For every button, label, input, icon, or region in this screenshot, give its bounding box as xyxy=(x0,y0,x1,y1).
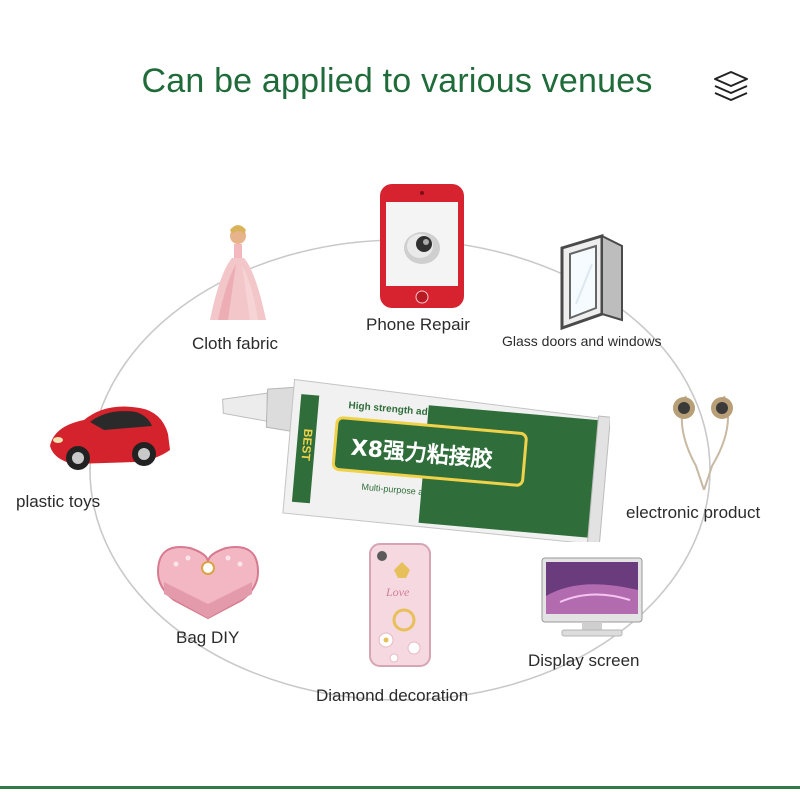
red-phone-image xyxy=(380,184,464,308)
jewelry-box-image xyxy=(156,546,260,620)
display-screen-image xyxy=(541,557,643,637)
label-diamond-decoration: Diamond decoration xyxy=(316,686,469,705)
glass-window-image xyxy=(560,234,623,330)
tube-brand: BEST xyxy=(298,428,315,462)
label-bag-diy: Bag DIY xyxy=(176,628,240,647)
toy-car-image xyxy=(50,406,170,470)
label-glass-doors: Glass doors and windows xyxy=(502,333,662,349)
label-electronic-product: electronic product xyxy=(626,503,761,522)
bottom-divider xyxy=(0,786,800,789)
page-title: Can be applied to various venues xyxy=(141,62,653,100)
label-display-screen: Display screen xyxy=(528,651,640,670)
earphones-image xyxy=(673,395,733,490)
glue-tube-image: High strength adhesive X8强力粘接胶 Multi-pur… xyxy=(222,378,610,542)
label-phone-repair: Phone Repair xyxy=(366,315,470,334)
doll-image xyxy=(210,225,266,320)
label-plastic-toys: plastic toys xyxy=(16,492,101,511)
layers-icon xyxy=(714,71,748,101)
diamond-phone-case-image: Love xyxy=(369,543,431,667)
svg-text:Love: Love xyxy=(385,585,410,599)
label-cloth-fabric: Cloth fabric xyxy=(192,334,278,353)
